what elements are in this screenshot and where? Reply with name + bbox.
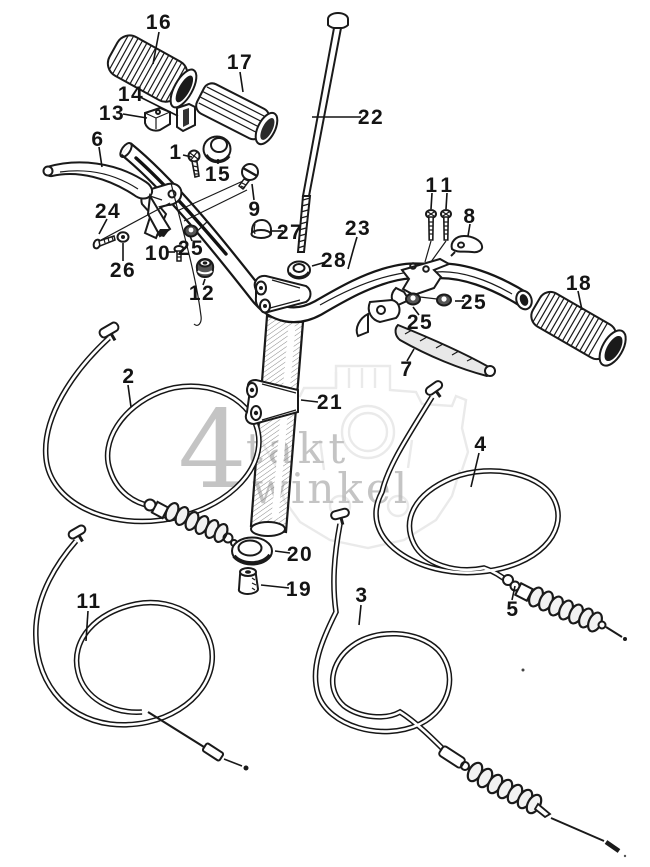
- cable-4: [373, 380, 627, 641]
- part-label-14: 14: [118, 83, 144, 106]
- part-label-13: 13: [99, 102, 125, 125]
- lever-8: [450, 234, 484, 257]
- part-label-28: 28: [321, 249, 347, 272]
- cap-27: [250, 218, 272, 239]
- part-label-7: 7: [400, 358, 413, 381]
- part-label-15: 15: [205, 163, 231, 186]
- part-label-24: 24: [95, 200, 121, 223]
- part-label-19: 19: [286, 578, 312, 601]
- part-label-4: 4: [474, 433, 487, 456]
- nut-25-left: [183, 224, 199, 238]
- part-label-16: 16: [146, 11, 172, 34]
- throttle-pipe-17: [195, 82, 279, 146]
- washer-28: [287, 260, 311, 280]
- part-label-2: 2: [122, 365, 135, 388]
- screws-1-right: [424, 209, 452, 267]
- speck-dot: [521, 668, 525, 672]
- cable-2: [42, 321, 262, 547]
- ball-screw-9: [237, 163, 259, 191]
- part-label-6: 6: [91, 128, 104, 151]
- part-label-25-left: 25: [178, 237, 204, 260]
- part-labels: 16 17 14 13 6 1 15 9 24 27 26 10 25 12 2…: [76, 11, 592, 621]
- part-label-25-right-b: 25: [407, 311, 433, 334]
- lower-clamp-21: [244, 378, 299, 426]
- clamp-piece-14: [176, 102, 196, 133]
- center-clamp: [253, 274, 312, 314]
- part-label-25-right-a: 25: [461, 291, 487, 314]
- steering-stem: [249, 314, 305, 537]
- grommet-12: [195, 257, 215, 279]
- bolt-22-threads: [296, 195, 312, 253]
- screw-24: [92, 235, 116, 250]
- part-label-5: 5: [506, 598, 519, 621]
- part-label-11: 11: [76, 590, 101, 613]
- part-label-9: 9: [248, 198, 261, 221]
- part-label-22: 22: [358, 106, 384, 129]
- leader-lines: [85, 31, 583, 642]
- bolt-22: [296, 12, 349, 253]
- part-label-8: 8: [463, 205, 476, 228]
- part-label-17: 17: [227, 51, 253, 74]
- part-label-23: 23: [345, 217, 371, 240]
- grip-18: [530, 290, 627, 367]
- part-label-21: 21: [317, 391, 343, 414]
- cable-11: [33, 524, 249, 771]
- grip-16: [106, 34, 198, 109]
- part-label-27: 27: [277, 221, 303, 244]
- part-label-12: 12: [189, 282, 215, 305]
- cable-3: [312, 507, 627, 858]
- part-label-1-right-b: 1: [440, 174, 453, 197]
- part-label-10: 10: [145, 242, 171, 265]
- screw-10: [173, 245, 185, 262]
- part-label-3: 3: [355, 584, 368, 607]
- adjuster-5: [502, 574, 535, 603]
- clamp-piece-13: [144, 106, 171, 132]
- washer-26: [116, 231, 130, 243]
- part-label-20: 20: [287, 543, 313, 566]
- screw-1-left: [187, 149, 201, 178]
- part-label-26: 26: [110, 259, 136, 282]
- part-label-1-left: 1: [169, 141, 182, 164]
- watermark-numeral: 4: [178, 388, 247, 513]
- part-label-1-right-a: 1: [425, 174, 438, 197]
- nuts-25-right: [405, 292, 452, 307]
- assembly-lines: [100, 180, 248, 327]
- ring-20: [231, 536, 273, 566]
- collar-15: [202, 135, 232, 164]
- brake-lever-7: [355, 298, 496, 378]
- part-label-18: 18: [566, 272, 592, 295]
- handlebar-23: [119, 142, 533, 324]
- cone-nut-19: [237, 567, 260, 596]
- brake-lever-6: [42, 161, 172, 238]
